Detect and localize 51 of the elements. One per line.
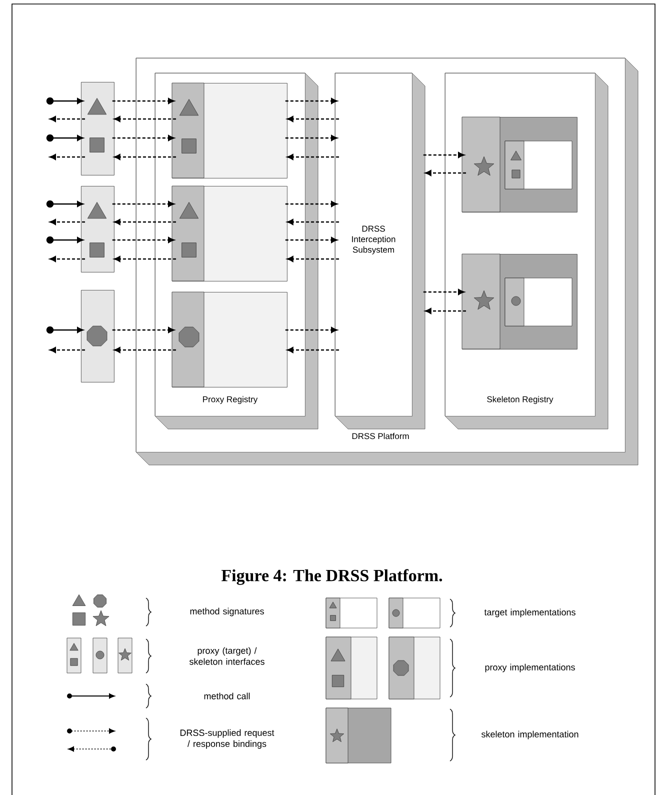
- subsystem-box: DRSS Interception Subsystem: [334, 72, 426, 430]
- arrow: [114, 256, 176, 262]
- arrow: [287, 154, 339, 160]
- arrow: [425, 170, 466, 176]
- arrow: [285, 135, 338, 141]
- proxy-implementation-box: [172, 186, 288, 282]
- arrow: [285, 98, 338, 104]
- arrow: [287, 116, 339, 122]
- arrow: [287, 219, 339, 225]
- arrow: [112, 201, 174, 207]
- arrow: [285, 327, 338, 333]
- skeleton-implementation-box: [462, 254, 578, 350]
- arrow: [423, 152, 464, 158]
- legend-text: target implementations: [484, 608, 576, 618]
- arrow: [50, 154, 85, 160]
- arrow: [285, 237, 338, 243]
- arrow: [112, 135, 174, 141]
- interface-box: [81, 186, 114, 272]
- arrow: [423, 289, 464, 295]
- arrow: [50, 256, 85, 262]
- interface-box: [81, 82, 114, 176]
- proxy-implementation-box: [172, 82, 288, 178]
- arrow: [114, 116, 176, 122]
- legend-text: skeleton implementation: [481, 730, 578, 740]
- arrow: [285, 201, 338, 207]
- legend-text: proxy (target) / skeleton interfaces: [189, 647, 264, 665]
- arrow: [112, 327, 174, 333]
- arrow: [46, 134, 84, 142]
- arrow: [50, 219, 85, 225]
- interface-box: [81, 290, 114, 382]
- arrow: [46, 200, 84, 208]
- caption: Figure 4: The DRSS Platform.: [222, 569, 442, 585]
- skeleton-implementation-box: [462, 116, 578, 212]
- arrow: [46, 97, 84, 105]
- arrow: [46, 236, 84, 244]
- arrow: [287, 347, 339, 353]
- arrow: [114, 347, 176, 353]
- arrow: [46, 326, 84, 334]
- legend-text: DRSS-supplied request / response bindings: [180, 729, 274, 749]
- legend-text: method call: [204, 692, 250, 700]
- legend-text: proxy implementations: [485, 664, 575, 672]
- arrow: [112, 98, 174, 104]
- arrow: [50, 347, 85, 353]
- proxy-implementation-box: [172, 292, 288, 388]
- arrow: [112, 237, 174, 243]
- arrow: [287, 256, 339, 262]
- legend-text: method signatures: [190, 608, 264, 616]
- arrow: [50, 116, 85, 122]
- arrow: [114, 219, 176, 225]
- arrow: [425, 308, 466, 314]
- arrow: [114, 154, 176, 160]
